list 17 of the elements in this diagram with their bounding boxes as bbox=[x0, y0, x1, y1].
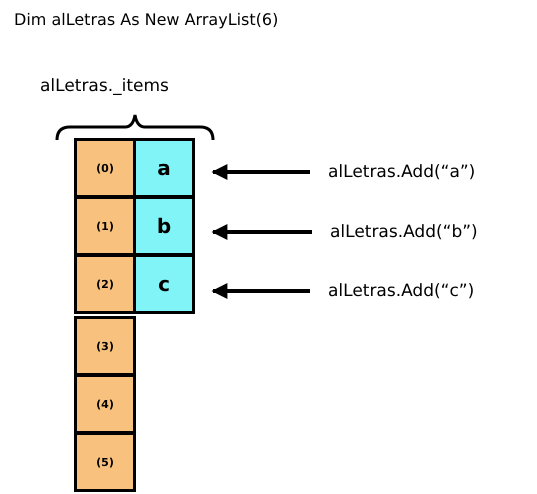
value-cell: c bbox=[133, 254, 195, 314]
code-text: alLetras.Add(“a”) bbox=[328, 158, 476, 186]
index-cell: (0) bbox=[74, 138, 136, 198]
title: Dim alLetras As New ArrayList(6) bbox=[14, 10, 278, 29]
index-cell: (5) bbox=[74, 432, 136, 492]
arrow bbox=[211, 224, 312, 240]
value-cell: b bbox=[133, 196, 195, 256]
code-text: alLetras.Add(“b”) bbox=[330, 218, 478, 246]
value-cell: a bbox=[133, 138, 195, 198]
arrow bbox=[211, 283, 310, 299]
index-cell: (2) bbox=[74, 254, 136, 314]
index-cell: (3) bbox=[74, 316, 136, 376]
array-label: alLetras._items bbox=[40, 76, 169, 96]
index-cell: (1) bbox=[74, 196, 136, 256]
index-cell: (4) bbox=[74, 374, 136, 434]
code-text: alLetras.Add(“c”) bbox=[328, 277, 474, 305]
arrow bbox=[211, 164, 310, 180]
